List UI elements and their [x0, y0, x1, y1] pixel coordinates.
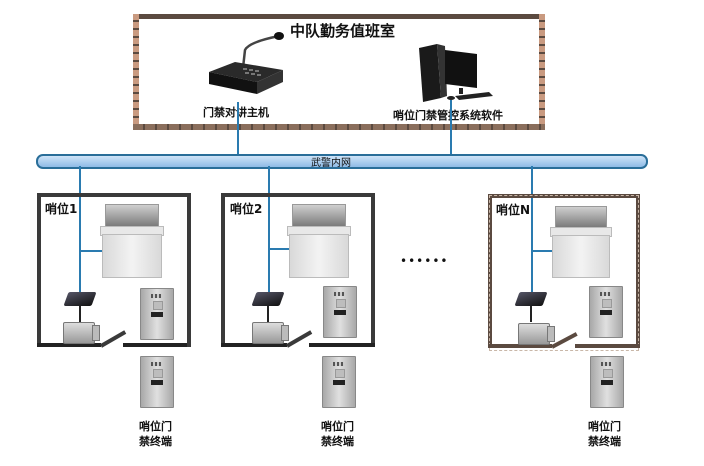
- duty-room-title: 中队勤务值班室: [290, 22, 396, 40]
- post1-drop-wire: [79, 166, 81, 296]
- post2-terminal-label-2: 禁终端: [321, 435, 354, 448]
- pc-to-network-wire: [450, 100, 452, 154]
- computer-icon: [419, 44, 493, 102]
- duty-room-wall-top: [133, 14, 545, 19]
- post1-outer-terminal-icon: [140, 356, 174, 408]
- postN-outer-terminal-icon: [590, 356, 624, 408]
- post2-switch-icon: [251, 292, 285, 306]
- post-2-label: 哨位2: [230, 202, 263, 216]
- postN-switch-to-lock: [530, 306, 532, 322]
- postN-floor-left: [488, 344, 552, 348]
- post1-inner-terminal-icon: [140, 288, 174, 340]
- postN-console-icon: [550, 206, 612, 278]
- host-to-network-wire: [237, 102, 239, 154]
- duty-room-wall-bottom: [133, 124, 545, 130]
- postN-floor-right: [575, 344, 640, 348]
- post1-lock-icon: [63, 322, 100, 344]
- post2-floor-left: [221, 343, 287, 347]
- intercom-host-label: 门禁对讲主机: [203, 106, 269, 119]
- postN-switch-icon: [514, 292, 548, 306]
- more-posts-ellipsis: ••••••: [400, 254, 449, 268]
- software-label: 哨位门禁管控系统软件: [393, 109, 503, 122]
- post2-terminal-label-1: 哨位门: [321, 420, 354, 433]
- post2-console-icon: [287, 204, 351, 278]
- post1-floor-right: [123, 343, 187, 347]
- post2-outer-terminal-icon: [322, 356, 356, 408]
- postN-drop-wire: [531, 166, 533, 296]
- postN-terminal-label-2: 禁终端: [588, 435, 621, 448]
- network-label: 武警内网: [311, 158, 351, 169]
- post2-inner-terminal-icon: [323, 286, 357, 338]
- post1-console-icon: [100, 204, 164, 278]
- intercom-host-icon: [209, 32, 284, 94]
- post-n-label: 哨位N: [496, 203, 531, 217]
- post2-drop-wire: [268, 166, 270, 296]
- post-2-room: [221, 193, 375, 347]
- post2-floor-right: [309, 343, 375, 347]
- post1-terminal-label-2: 禁终端: [139, 435, 172, 448]
- post2-lock-icon: [252, 322, 289, 344]
- post1-floor-left: [37, 343, 101, 347]
- postN-terminal-label-1: 哨位门: [588, 420, 621, 433]
- postN-lock-icon: [518, 323, 555, 345]
- duty-room-wall-left: [133, 14, 139, 130]
- post1-switch-icon: [63, 292, 97, 306]
- post2-console-wire: [269, 248, 289, 250]
- network-bus: [36, 154, 648, 169]
- post-1-room: [37, 193, 191, 347]
- duty-room-wall-right: [539, 14, 545, 130]
- post1-terminal-label-1: 哨位门: [139, 420, 172, 433]
- post1-switch-to-lock: [79, 306, 81, 322]
- postN-inner-terminal-icon: [589, 286, 623, 338]
- post2-switch-to-lock: [267, 306, 269, 322]
- post1-console-wire: [80, 250, 102, 252]
- post-1-label: 哨位1: [45, 202, 78, 216]
- postN-console-wire: [532, 250, 552, 252]
